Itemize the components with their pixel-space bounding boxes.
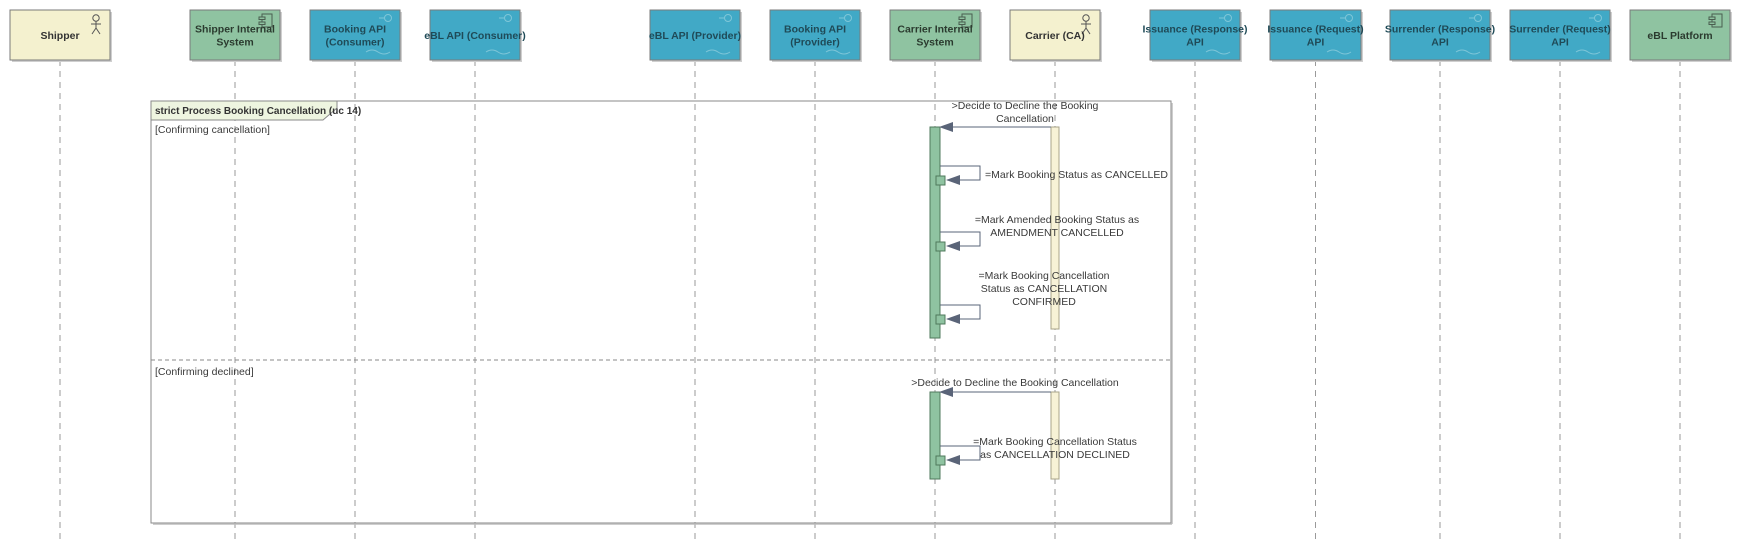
lifeline-box [9,9,111,61]
lifeline-head-booking_api_provider[interactable]: Booking API(Provider) [769,9,862,62]
self-message-arrow [940,445,981,465]
activation-bar [929,126,941,339]
message-5[interactable]: >Decide to Decline the Booking Cancellat… [911,377,1119,397]
fragment-operator-tab [150,100,338,121]
interface-icon [825,14,852,55]
lifeline-head-surrender_response_api[interactable]: Surrender (Response)API [1385,9,1495,62]
lifeline-box [1389,9,1491,61]
lifeline-label: Shipper [40,30,79,42]
message-label: =Mark Booking Cancellation [978,270,1109,282]
lifeline-label: API [1431,37,1449,49]
message-3[interactable]: =Mark Amended Booking Status asAMENDMENT… [935,214,1139,252]
self-message-arrow [940,165,981,185]
lifeline-label: (Consumer) [326,37,385,49]
lifeline-label: Issuance (Response) [1142,24,1247,36]
message-2[interactable]: =Mark Booking Status as CANCELLED [935,165,1168,186]
message-label: =Mark Booking Status as CANCELLED [985,169,1168,181]
lifeline-label: Booking API [784,24,846,36]
component-icon [1708,13,1723,28]
lifeline-label: eBL API (Consumer) [424,30,526,42]
message-label: CONFIRMED [1012,296,1076,308]
lifeline-head-surrender_request_api[interactable]: Surrender (Request)API [1509,9,1612,62]
message-label: =Mark Amended Booking Status as [975,214,1139,226]
activation-bar [1050,391,1060,480]
lifeline-head-issuance_request_api[interactable]: Issuance (Request)API [1267,9,1364,62]
lifeline-head-carrier_ca[interactable]: Carrier (CA) [1009,9,1102,62]
lifeline-label: Issuance (Request) [1267,24,1363,36]
lifeline-label: System [216,37,253,49]
guard-condition: [Confirming declined] [155,366,254,378]
nested-activation [935,241,946,252]
message-label: >Decide to Decline the Booking Cancellat… [911,377,1119,389]
lifeline-label: API [1186,37,1204,49]
message-label: Cancellation [996,113,1054,125]
lifeline-label: System [916,37,953,49]
lifeline-head-ebl_api_provider[interactable]: eBL API (Provider) [649,9,742,62]
lifeline-head-ebl_platform[interactable]: eBL Platform [1629,9,1732,62]
nested-activation [935,175,946,186]
lifeline-box [1009,9,1101,61]
interface-icon [365,14,392,55]
activation-bar [929,391,941,480]
lifeline-label: API [1551,37,1569,49]
lifeline-label: Booking API [324,24,386,36]
combined-fragment [150,100,1172,524]
message-label: AMENDMENT CANCELLED [990,227,1124,239]
lifeline-label: Shipper Internal [195,24,275,36]
interface-icon [1575,14,1602,55]
self-message-arrow [940,231,981,251]
interface-icon [705,14,732,55]
message-label: Status as CANCELLATION [981,283,1107,295]
lifeline-label: Surrender (Request) [1509,24,1611,36]
message-label: >Decide to Decline the Booking [952,100,1099,112]
lifeline-label: API [1307,37,1325,49]
message-label: as CANCELLATION DECLINED [980,449,1130,461]
actor-icon [91,14,101,35]
lifeline-head-booking_api_consumer[interactable]: Booking API(Consumer) [309,9,402,62]
lifeline-label: (Provider) [790,37,840,49]
lifeline-label: Carrier (CA) [1025,30,1085,42]
lifeline-box [1269,9,1362,61]
lifeline-head-ebl_api_consumer[interactable]: eBL API (Consumer) [424,9,526,62]
self-message-arrow [940,304,981,324]
activation-bar [1050,126,1060,330]
component-icon [958,13,973,28]
lifeline-label: eBL API (Provider) [649,30,741,42]
message-1[interactable]: >Decide to Decline the BookingCancellati… [939,100,1099,132]
interface-icon [1205,14,1232,55]
fragment-operator-label: strict Process Booking Cancellation (uc … [155,106,361,117]
nested-activation [935,314,946,325]
lifeline-head-shipper[interactable]: Shipper [9,9,112,62]
lifeline-label: Carrier Internal [897,24,972,36]
component-icon [258,13,273,28]
lifeline-head-issuance_response_api[interactable]: Issuance (Response)API [1142,9,1248,62]
actor-icon [1081,14,1091,35]
interface-icon [1455,14,1482,55]
lifeline-label: Surrender (Response) [1385,24,1495,36]
interface-icon [1326,14,1353,55]
message-label: =Mark Booking Cancellation Status [973,436,1137,448]
nested-activation [935,455,946,466]
lifeline-label: eBL Platform [1647,30,1712,42]
interface-icon [485,14,512,55]
guard-condition: [Confirming cancellation] [155,124,270,136]
